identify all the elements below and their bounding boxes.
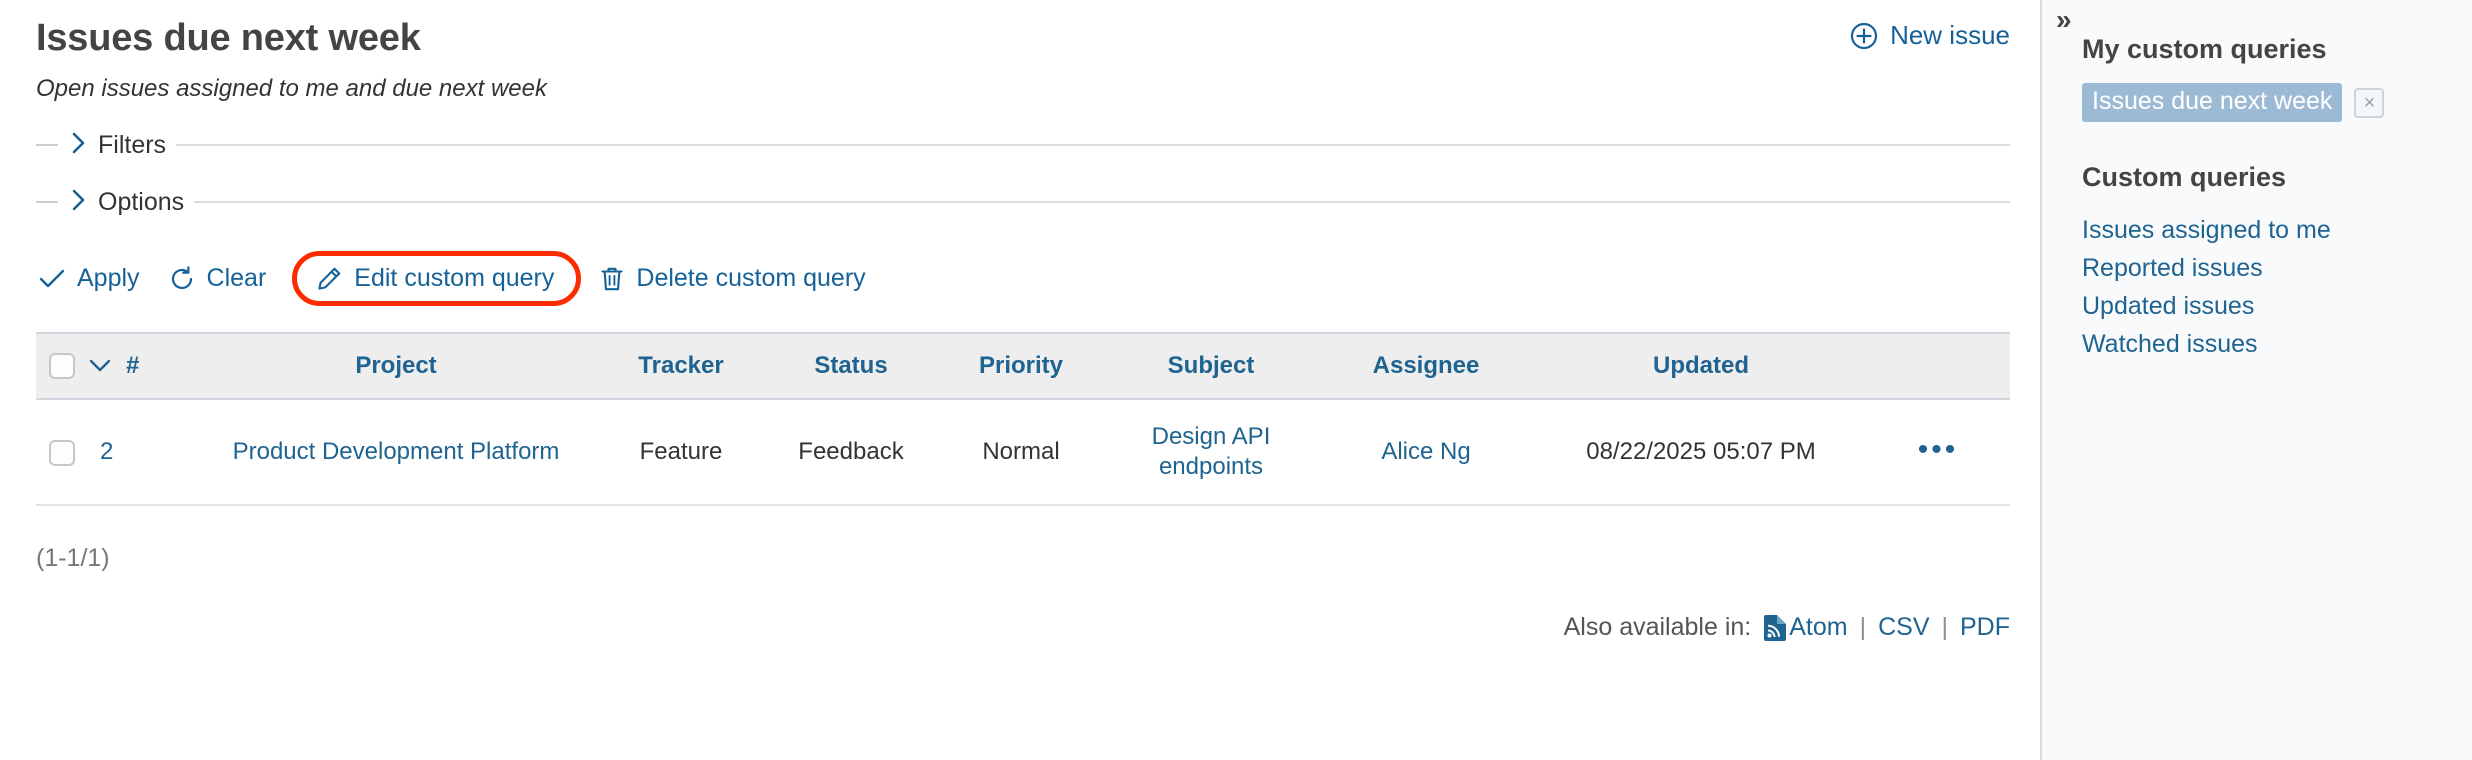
options-toggle[interactable]: Options xyxy=(36,187,2040,218)
clear-label: Clear xyxy=(206,264,267,293)
collapse-dash-icon xyxy=(36,201,58,204)
issues-table-container: # Project Tracker Status Priority Subjec… xyxy=(36,332,2040,507)
cell-project: Product Development Platform xyxy=(196,398,596,507)
project-link[interactable]: Product Development Platform xyxy=(232,437,560,465)
page-header: Issues due next week Open issues assigne… xyxy=(36,0,2040,104)
assignee-link[interactable]: Alice Ng xyxy=(1381,437,1471,465)
filters-label: Filters xyxy=(98,130,167,159)
export-formats: Also available in: Atom | CSV | PDF xyxy=(36,613,2040,642)
select-all-checkbox[interactable] xyxy=(49,353,75,380)
cell-id: 2 xyxy=(88,398,196,507)
issues-table: # Project Tracker Status Priority Subjec… xyxy=(36,332,2010,507)
column-header-id[interactable]: # xyxy=(88,333,196,399)
page-title: Issues due next week xyxy=(36,17,421,59)
export-separator-1: | xyxy=(1859,613,1867,642)
edit-custom-query-label: Edit custom query xyxy=(354,264,555,293)
csv-export-link[interactable]: CSV xyxy=(1878,613,1930,642)
pencil-icon xyxy=(315,265,343,293)
select-all-header xyxy=(36,333,88,399)
collapse-dash-icon xyxy=(36,144,58,147)
issues-table-head: # Project Tracker Status Priority Subjec… xyxy=(36,332,2010,399)
sidebar-heading-my-custom-queries: My custom queries xyxy=(2082,34,2327,64)
sidebar-item-issues-due-next-week[interactable]: Issues due next week xyxy=(2082,83,2343,122)
column-header-updated[interactable]: Updated xyxy=(1653,351,1749,379)
sidebar-heading-custom-queries: Custom queries xyxy=(2082,162,2287,192)
main-content: Issues due next week Open issues assigne… xyxy=(36,0,2040,642)
cell-updated: 08/22/2025 05:07 PM xyxy=(1536,398,1866,507)
subject-link[interactable]: Design API endpoints xyxy=(1151,422,1271,480)
chevron-right-icon xyxy=(70,130,88,161)
close-icon[interactable]: × xyxy=(2354,87,2385,118)
delete-custom-query-button[interactable]: Delete custom query xyxy=(599,258,866,299)
column-header-status[interactable]: Status xyxy=(814,351,888,379)
cell-subject: Design API endpoints xyxy=(1106,398,1316,507)
apply-label: Apply xyxy=(77,264,140,293)
new-issue-label: New issue xyxy=(1890,20,2010,50)
column-header-priority[interactable]: Priority xyxy=(978,351,1064,379)
atom-export-link[interactable]: Atom xyxy=(1763,613,1848,642)
pagination-counter: (1-1/1) xyxy=(36,544,110,573)
column-header-tracker[interactable]: Tracker xyxy=(638,351,724,379)
row-actions-menu-icon[interactable]: ••• xyxy=(1917,432,1959,466)
chevron-down-icon[interactable] xyxy=(88,352,112,380)
table-header-row: # Project Tracker Status Priority Subjec… xyxy=(36,332,2010,399)
atom-label: Atom xyxy=(1789,613,1848,642)
column-header-subject[interactable]: Subject xyxy=(1167,351,1255,379)
plus-circle-icon xyxy=(1850,22,1878,50)
table-row[interactable]: 2 Product Development Platform Feature F… xyxy=(36,398,2010,507)
delete-custom-query-label: Delete custom query xyxy=(636,264,866,293)
edit-custom-query-button[interactable]: Edit custom query xyxy=(292,251,582,307)
cell-assignee: Alice Ng xyxy=(1316,398,1536,507)
sidebar: » My custom queries Issues due next week… xyxy=(2040,0,2472,760)
filters-toggle[interactable]: Filters xyxy=(36,130,2040,161)
row-checkbox[interactable] xyxy=(49,439,75,466)
query-toolbar: Apply Clear Edit custo xyxy=(36,251,2040,307)
cell-status: Feedback xyxy=(766,398,936,507)
column-header-assignee[interactable]: Assignee xyxy=(1372,351,1480,379)
sidebar-item-watched-issues[interactable]: Watched issues xyxy=(2082,330,2258,358)
refresh-icon xyxy=(168,265,196,293)
issue-id-link[interactable]: 2 xyxy=(100,437,114,465)
cell-actions: ••• xyxy=(1866,398,2010,507)
clear-button[interactable]: Clear xyxy=(168,258,267,299)
sidebar-item-updated-issues[interactable]: Updated issues xyxy=(2082,292,2255,320)
apply-button[interactable]: Apply xyxy=(38,258,140,299)
pdf-export-link[interactable]: PDF xyxy=(1960,613,2010,642)
options-rule xyxy=(194,201,2010,204)
column-header-id-label: # xyxy=(126,351,140,379)
filters-rule xyxy=(176,144,2010,147)
column-header-actions xyxy=(1866,333,2010,399)
trash-icon xyxy=(599,265,625,293)
sidebar-item-reported-issues[interactable]: Reported issues xyxy=(2082,254,2263,282)
cell-tracker: Feature xyxy=(596,398,766,507)
sidebar-query-links: Issues assigned to me Reported issues Up… xyxy=(2082,211,2446,363)
sidebar-selected-query-row: Issues due next week × xyxy=(2082,83,2446,122)
cell-priority: Normal xyxy=(936,398,1106,507)
options-label: Options xyxy=(98,187,185,216)
also-available-label: Also available in: xyxy=(1563,613,1752,642)
issues-table-body: 2 Product Development Platform Feature F… xyxy=(36,398,2010,507)
sidebar-item-issues-assigned-to-me[interactable]: Issues assigned to me xyxy=(2082,216,2331,244)
row-select-cell xyxy=(36,398,88,507)
chevron-right-icon xyxy=(70,187,88,218)
rss-feed-icon xyxy=(1763,614,1787,642)
check-icon xyxy=(38,267,66,291)
new-issue-button[interactable]: New issue xyxy=(1850,20,2010,51)
column-header-project[interactable]: Project xyxy=(355,351,437,379)
page-subtitle: Open issues assigned to me and due next … xyxy=(36,74,547,102)
sidebar-collapse-icon[interactable]: » xyxy=(2056,4,2072,35)
export-separator-2: | xyxy=(1941,613,1949,642)
